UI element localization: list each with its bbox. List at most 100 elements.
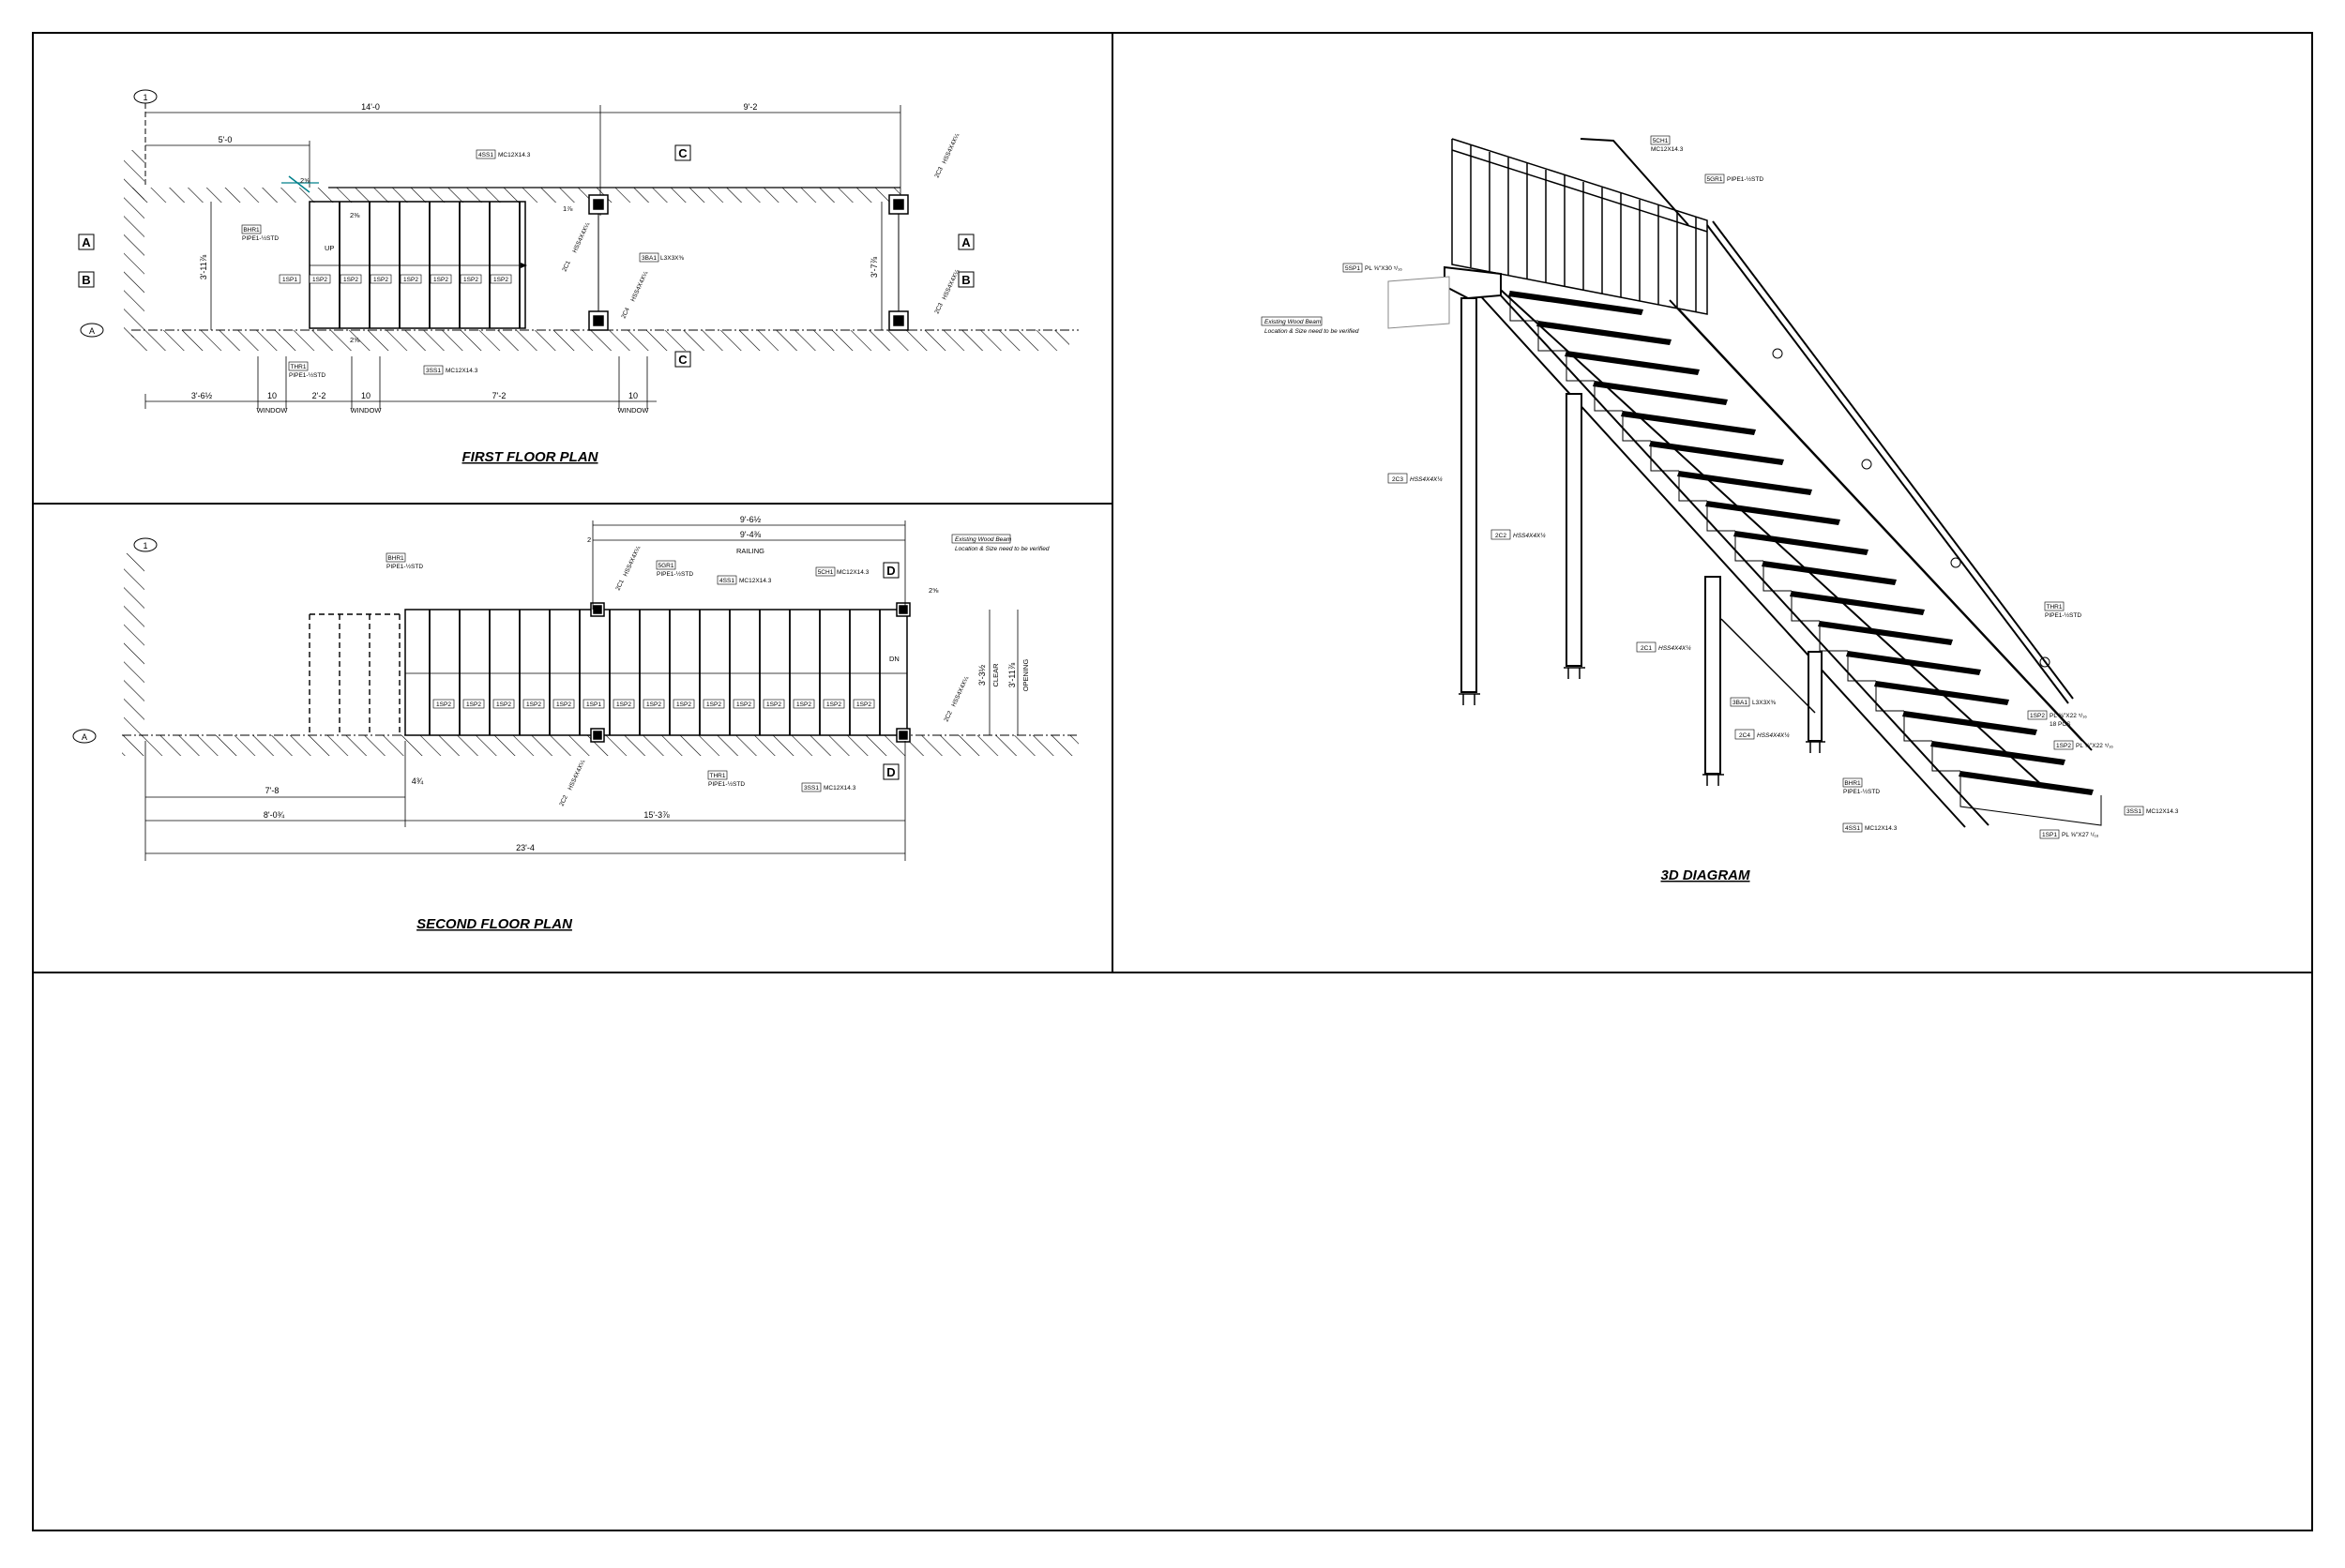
section-markers-first: A B A B C C — [78, 144, 975, 368]
tag-4ss1-2: 4SS1 — [719, 578, 734, 584]
tag-4ss1-2-size: MC12X14.3 — [739, 578, 772, 584]
d-tag-thr1-size: PIPE1-½STD — [2045, 611, 2081, 619]
bottom-dim-4: 10 — [361, 391, 371, 400]
d-tag-3ss1-size: MC12X14.3 — [2146, 808, 2179, 815]
grid-label-1: 1 — [143, 93, 147, 102]
d-beam-label: Existing Wood Beam — [1264, 319, 1322, 325]
wall-top — [131, 188, 900, 203]
d-tag-3ss1: 3SS1 — [2126, 808, 2141, 815]
tag-thr1-2-size: PIPE1-½STD — [708, 780, 745, 788]
dim-small-3: 1⅞ — [563, 204, 573, 213]
tread-tag: 1SP2 — [826, 701, 841, 708]
diagram-3d-title: 3D DIAGRAM — [1660, 867, 1750, 883]
guard-rail — [1451, 138, 1708, 315]
d-tag-5gr1-size: PIPE1-½STD — [1727, 175, 1763, 183]
tag-bhr1-size: PIPE1-½STD — [242, 234, 279, 242]
d-tag-5sp1: 5SP1 — [1345, 265, 1360, 272]
section-c-top: C — [678, 146, 688, 160]
d-tag-2c2-size: HSS4X4X¼ — [1513, 533, 1546, 539]
tread-tag: 1SP1 — [586, 701, 601, 708]
tag-bhr1: BHR1 — [243, 227, 260, 234]
tread-tag: 1SP2 — [676, 701, 691, 708]
wall-left-2 — [124, 553, 144, 736]
existing-beam-note: Location & Size need to be verified — [955, 546, 1050, 552]
treads — [1508, 291, 2094, 795]
tag-bhr1-2-size: PIPE1-½STD — [386, 563, 423, 570]
clear-label: CLEAR — [991, 663, 1000, 687]
second-floor-tread-tags: 1SP2 1SP2 1SP2 1SP2 1SP2 1SP1 1SP2 1SP2 … — [432, 699, 875, 709]
dim-15-3: 15'-3⅞ — [643, 810, 670, 820]
dim-height: 3'-11⅞ — [199, 254, 208, 279]
tread-tag: 1SP2 — [403, 277, 418, 283]
tag-3ss1: 3SS1 — [426, 368, 441, 374]
tag-2c4-size: HSS4X4X¼ — [629, 270, 649, 303]
window-label-3: WINDOW — [618, 406, 650, 415]
tag-3ba1-size: L3X3X⅜ — [660, 255, 685, 262]
tread-tag: 1SP2 — [343, 277, 358, 283]
dim-4-3: 4¾ — [412, 776, 424, 786]
section-a-left: A — [82, 235, 91, 249]
tread-tag: 1SP2 — [706, 701, 721, 708]
tag-2c3b: 2C3 — [933, 302, 945, 315]
wall-bottom-2 — [122, 735, 1079, 756]
d-tag-2c3: 2C3 — [1392, 476, 1403, 483]
section-b-left: B — [82, 273, 90, 287]
section-d-bottom: D — [886, 765, 895, 779]
grid-label-a: A — [89, 326, 95, 336]
grid-bubble-1b — [133, 537, 158, 552]
tag-2c1-2-size: HSS4X4X¼ — [622, 545, 642, 578]
tread-tag: 1SP2 — [312, 277, 327, 283]
tread-tag: 1SP2 — [796, 701, 811, 708]
dim-small-1: 2⅝ — [300, 176, 310, 185]
opening-label: OPENING — [1021, 659, 1030, 692]
d-tag-3ba1: 3BA1 — [1732, 700, 1747, 706]
d-tag-2c1-size: HSS4X4X¼ — [1658, 645, 1691, 652]
tag-thr1-2: THR1 — [710, 773, 726, 779]
d-tag-2c4-size: HSS4X4X¼ — [1757, 732, 1790, 739]
dim-small-2: 2⅜ — [350, 211, 360, 219]
d-tag-2c4: 2C4 — [1739, 732, 1750, 739]
section-c-bottom: C — [678, 353, 688, 367]
existing-beam-label: Existing Wood Beam — [955, 536, 1012, 543]
dim-small-r: 2⅝ — [929, 586, 939, 595]
dim-9-4: 9'-4⅜ — [740, 530, 762, 539]
wall-left — [124, 150, 144, 338]
columns — [1460, 297, 1823, 775]
tread-tag: 1SP2 — [556, 701, 571, 708]
dn-label: DN — [889, 655, 900, 663]
tread-tag: 1SP2 — [463, 277, 478, 283]
grid-bubble-a — [80, 323, 104, 338]
tread-tag: 1SP2 — [373, 277, 388, 283]
stair-outline — [309, 201, 526, 329]
tread-tag: 1SP2 — [766, 701, 781, 708]
section-a-right: A — [961, 235, 971, 249]
railing-label: RAILING — [736, 547, 764, 555]
tag-thr1-size: PIPE1-½STD — [289, 371, 325, 379]
tread-tag: 1SP2 — [736, 701, 751, 708]
d-tag-5sp1-size: PL ⅝"X30 ⁵/₁₆ — [1365, 265, 1402, 272]
d-tag-5ch1: 5CH1 — [1653, 138, 1669, 144]
d-tag-bhr1-size: PIPE1-½STD — [1843, 788, 1880, 795]
tread-tag: 1SP2 — [466, 701, 481, 708]
tread-tag: 1SP2 — [616, 701, 631, 708]
tag-2c2-3: 2C2 — [943, 710, 954, 723]
tag-5gr1: 5GR1 — [658, 563, 674, 569]
dim-9-6: 9'-6½ — [740, 515, 762, 524]
bottom-dim-5: 7'-2 — [492, 391, 507, 400]
tag-2c3: 2C3 — [933, 166, 945, 179]
d-tag-1sp1: 1SP1 — [2042, 832, 2057, 838]
tag-2c2-2-size: HSS4X4X¼ — [567, 759, 586, 792]
second-floor-plan: 1 A DN 1SP2 1SP2 1SP2 1SP2 1SP2 — [72, 515, 1079, 932]
d-tag-2c1: 2C1 — [1641, 645, 1652, 652]
tag-thr1: THR1 — [291, 364, 307, 370]
stair-3d-diagram: 5CH1 MC12X14.3 5GR1 PIPE1-½STD 5SP1 PL ⅝… — [1261, 135, 2179, 883]
dim-8-0: 8'-0¾ — [264, 810, 285, 820]
tread-tag: 1SP2 — [433, 277, 448, 283]
bottom-dim-1: 3'-6½ — [191, 391, 213, 400]
tag-3ss1-size: MC12X14.3 — [446, 368, 478, 374]
d-tag-2c3-size: HSS4X4X¼ — [1410, 476, 1443, 483]
tag-5ch1-size: MC12X14.3 — [837, 569, 870, 576]
grid-bubble-ab — [72, 729, 97, 744]
d-tag-5gr1: 5GR1 — [1707, 176, 1723, 183]
dim-right: 9'-2 — [744, 102, 758, 112]
